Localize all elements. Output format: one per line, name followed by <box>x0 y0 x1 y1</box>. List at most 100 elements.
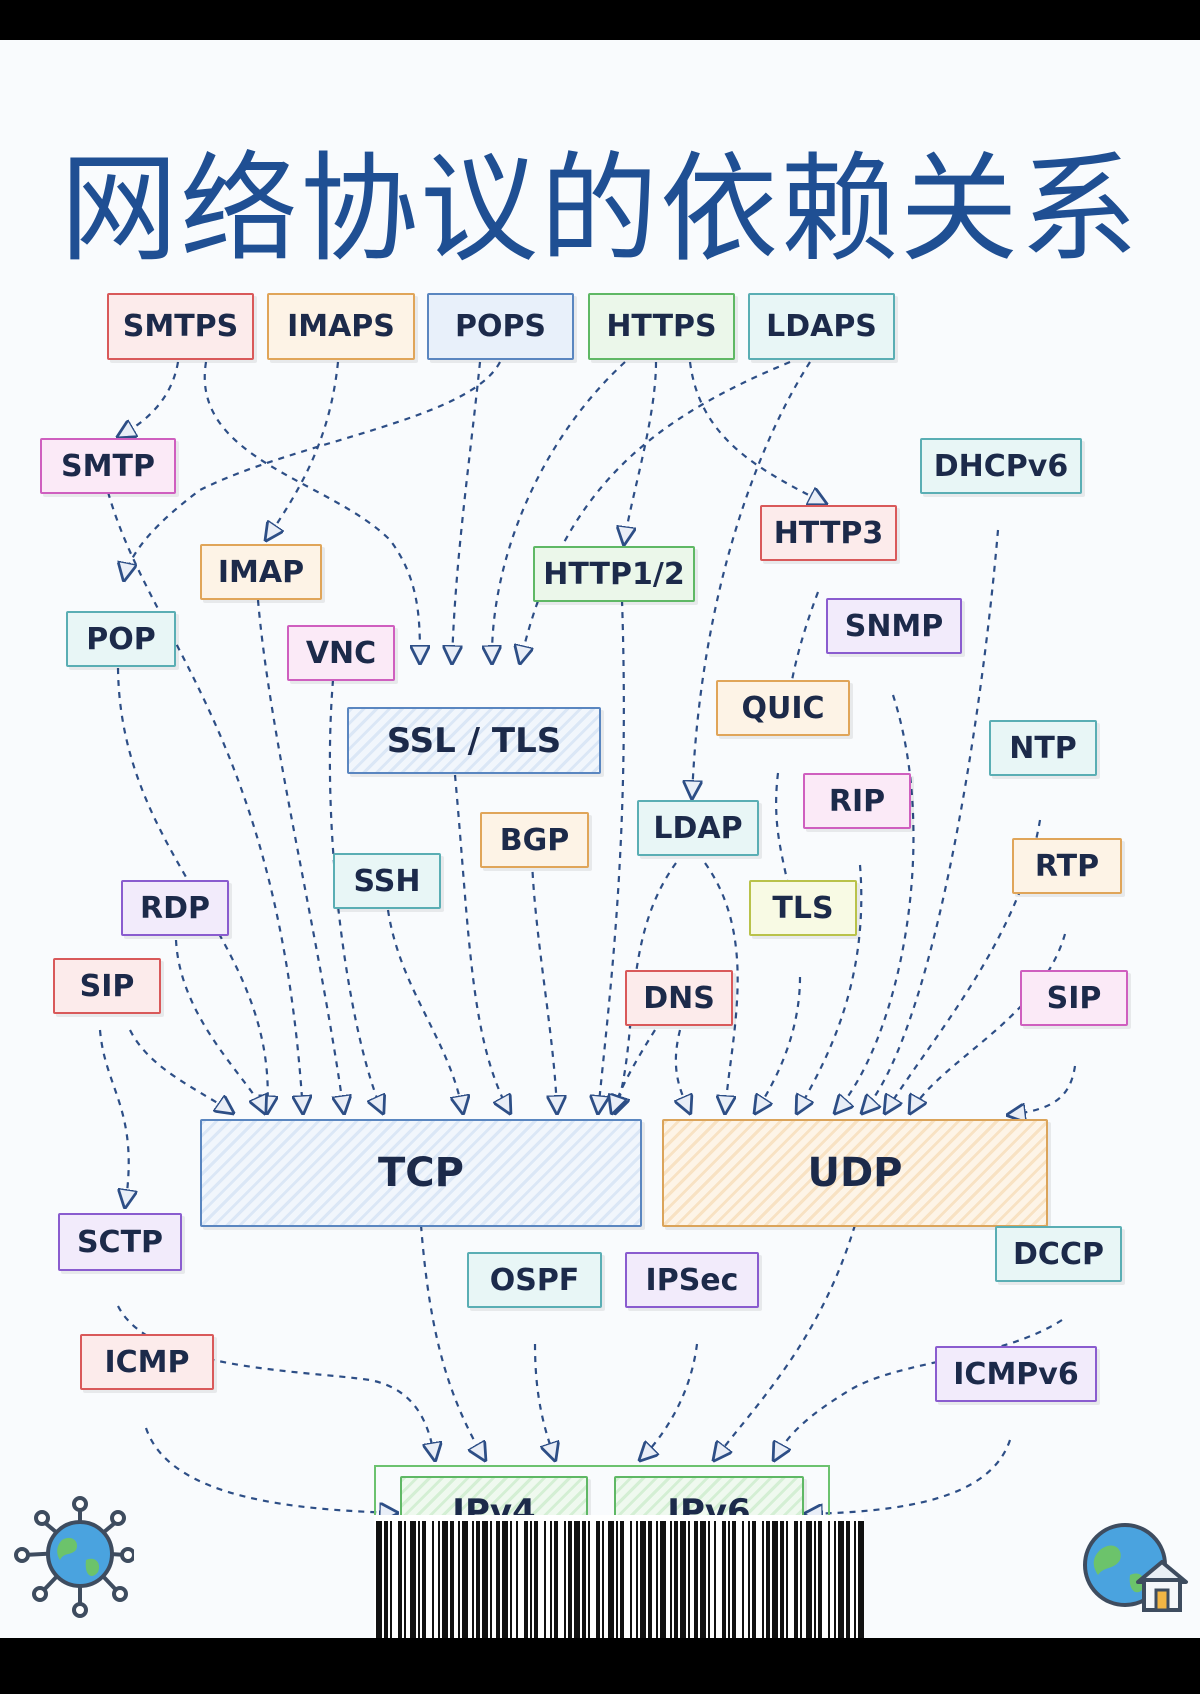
arrow-dns-tcp <box>612 1029 656 1113</box>
arrow-ldap-udp <box>704 862 739 1113</box>
node-sip-left: SIP <box>53 958 161 1014</box>
arrow-ldaps-ssl <box>520 360 791 663</box>
barcode-bar <box>786 1521 788 1638</box>
barcode-bar <box>640 1521 646 1638</box>
barcode-bar <box>700 1521 706 1638</box>
barcode-bar <box>742 1521 744 1638</box>
arrow-https-ssl <box>492 361 626 663</box>
node-rtp: RTP <box>1012 838 1122 894</box>
arrow-rdp-tcp <box>174 939 265 1113</box>
barcode-bar <box>656 1521 658 1638</box>
barcode-bar <box>442 1521 448 1638</box>
barcode-bar <box>694 1521 698 1638</box>
barcode-bar <box>688 1521 690 1638</box>
arrow-https-http12 <box>624 361 658 544</box>
barcode-bar <box>818 1521 822 1638</box>
barcode-bar <box>620 1521 624 1638</box>
node-dhcpv6: DHCPv6 <box>920 438 1082 494</box>
arrow-ldaps-ldap <box>692 361 811 798</box>
barcode-bar <box>564 1521 566 1638</box>
node-quic: QUIC <box>716 680 850 736</box>
barcode-bar <box>714 1521 716 1638</box>
arrow-icmp-ipv4 <box>144 1427 397 1513</box>
barcode-bar <box>772 1521 778 1638</box>
arrow-icmpv6-ipv6 <box>805 1439 1012 1514</box>
barcode-bar <box>398 1521 402 1638</box>
barcode-bar <box>472 1521 474 1638</box>
arrow-rip-udp <box>797 864 863 1113</box>
node-tcp: TCP <box>200 1119 642 1227</box>
node-vnc: VNC <box>287 625 395 681</box>
barcode-bar <box>530 1521 532 1638</box>
node-ssh: SSH <box>333 853 441 909</box>
barcode-bar <box>482 1521 488 1638</box>
barcode-bar <box>748 1521 750 1638</box>
barcode-bar <box>496 1521 500 1638</box>
barcode-bar <box>858 1521 864 1638</box>
barcode-bar <box>568 1521 572 1638</box>
arrow-smtps-smtp <box>118 361 180 437</box>
barcode-bar <box>722 1521 726 1638</box>
barcode-bar <box>602 1521 604 1638</box>
barcode-bar <box>846 1521 850 1638</box>
node-pops: POPS <box>427 293 574 360</box>
arrow-ssh-tcp <box>386 909 463 1113</box>
diagram-canvas: 网络协议的依赖关系 <box>0 40 1200 1638</box>
barcode-bar <box>534 1521 538 1638</box>
barcode-bar <box>834 1521 836 1638</box>
barcode-bar <box>510 1521 512 1638</box>
arrow-tls-udp <box>755 976 802 1113</box>
barcode-bar <box>438 1521 440 1638</box>
barcode-bar <box>582 1521 586 1638</box>
barcode-bar <box>728 1521 730 1638</box>
barcode-bar <box>516 1521 518 1638</box>
arrow-ospf-ipv4 <box>533 1343 555 1460</box>
barcode-icon <box>374 1515 864 1638</box>
node-sip-right: SIP <box>1020 970 1128 1026</box>
node-pop: POP <box>66 611 176 667</box>
barcode-bar <box>550 1521 552 1638</box>
barcode-bar <box>708 1521 710 1638</box>
arrow-pops-pop <box>124 361 501 580</box>
arrow-smtp-tcp <box>106 491 303 1113</box>
barcode-bar <box>838 1521 844 1638</box>
node-smtp: SMTP <box>40 438 176 494</box>
barcode-bar <box>636 1521 638 1638</box>
arrow-ssl-tcp <box>453 774 510 1113</box>
barcode-bar <box>554 1521 558 1638</box>
arrow-ipsec-ipv6 <box>640 1343 699 1460</box>
node-icmpv6: ICMPv6 <box>935 1346 1097 1402</box>
arrow-dhcpv6-udp <box>862 529 1000 1113</box>
node-ospf: OSPF <box>467 1252 602 1308</box>
barcode-bar <box>794 1521 798 1638</box>
globe-home-icon <box>1083 1523 1188 1612</box>
barcode-bars <box>376 1521 864 1638</box>
arrow-smtps-ssl <box>203 361 420 663</box>
node-smtps: SMTPS <box>107 293 254 360</box>
barcode-bar <box>410 1521 416 1638</box>
barcode-bar <box>752 1521 756 1638</box>
node-icmp: ICMP <box>80 1334 214 1390</box>
node-https: HTTPS <box>588 293 735 360</box>
node-http12: HTTP1/2 <box>533 546 695 602</box>
barcode-bar <box>828 1521 830 1638</box>
barcode-bar <box>806 1521 812 1638</box>
node-sctp: SCTP <box>58 1213 182 1271</box>
barcode-bar <box>490 1521 492 1638</box>
barcode-bar <box>814 1521 816 1638</box>
barcode-bar <box>660 1521 666 1638</box>
node-ipsec: IPSec <box>625 1252 759 1308</box>
barcode-bar <box>630 1521 632 1638</box>
barcode-bar <box>670 1521 672 1638</box>
barcode-bar <box>376 1521 382 1638</box>
arrow-https-http3 <box>688 361 826 504</box>
arrow-sipright-udp <box>1008 1065 1077 1115</box>
node-ntp: NTP <box>989 720 1097 776</box>
page-title: 网络协议的依赖关系 <box>59 140 1140 278</box>
barcode-bar <box>458 1521 460 1638</box>
arrow-snmp-udp <box>835 694 915 1113</box>
arrow-tcp-ipv4 <box>419 1224 485 1460</box>
barcode-bar <box>404 1521 406 1638</box>
node-rip: RIP <box>803 773 911 829</box>
node-ldap: LDAP <box>637 800 759 856</box>
